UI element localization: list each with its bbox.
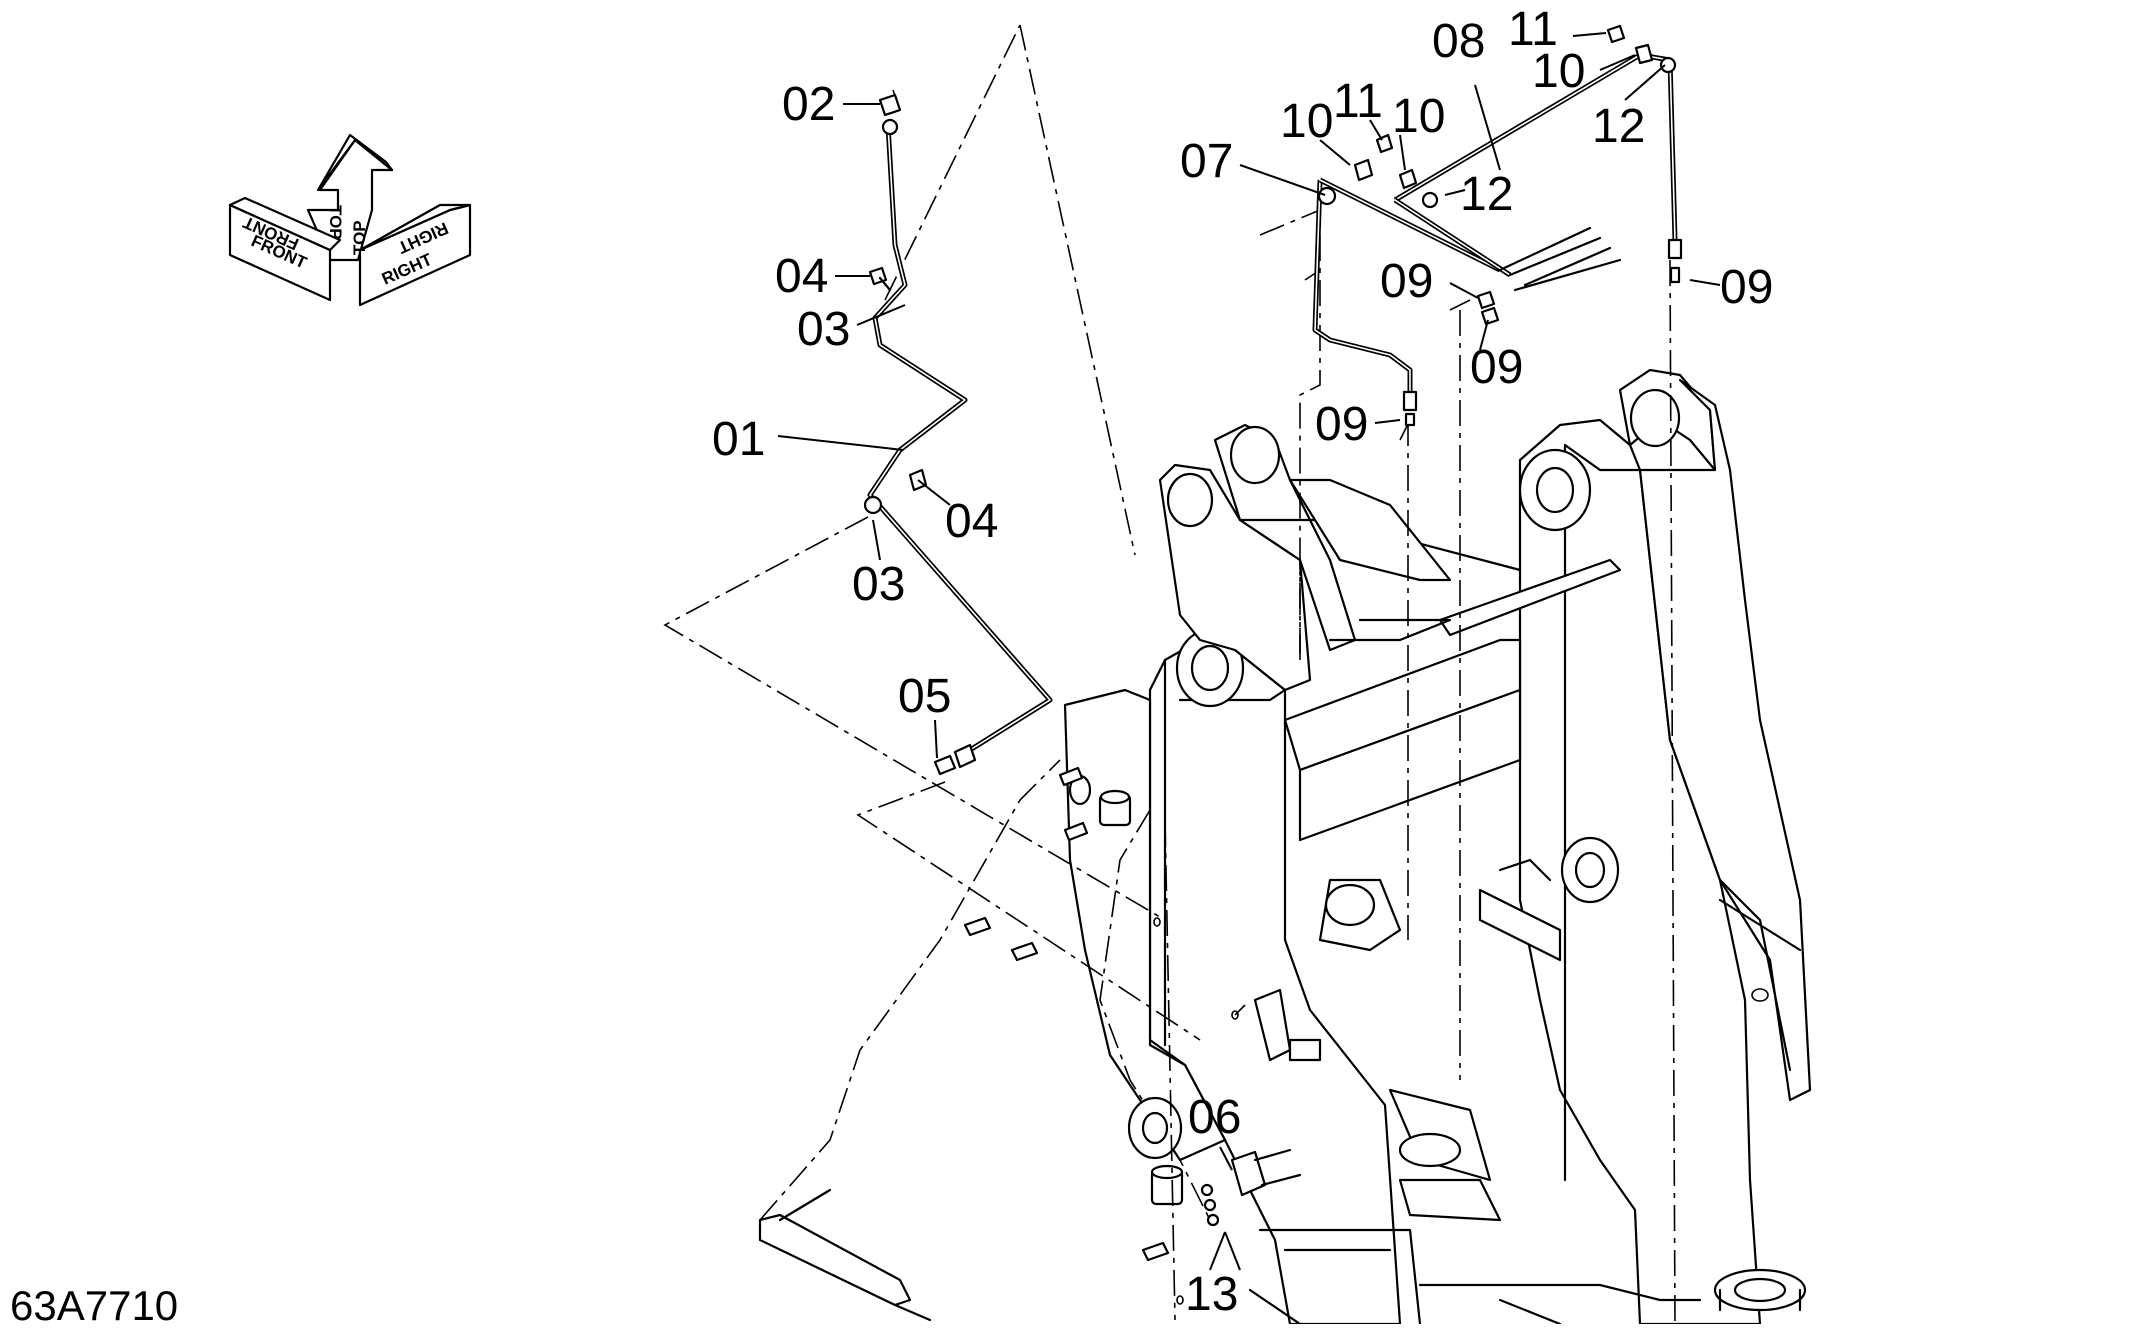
callout-01: 01: [712, 413, 765, 466]
callout-labels: 02 04 03 01 04 03 05 06 13 07 08 11 10 1…: [712, 3, 1773, 1321]
callout-08: 08: [1432, 15, 1485, 68]
callout-06: 06: [1188, 1091, 1241, 1144]
callout-10-mid: 10: [1392, 90, 1445, 143]
callout-10-left: 10: [1280, 95, 1333, 148]
callout-09-mid-right: 09: [1470, 341, 1523, 394]
frame-structure: [758, 368, 1812, 1326]
callout-12-mid: 12: [1460, 168, 1513, 221]
callout-04-upper: 04: [775, 250, 828, 303]
callout-12-top: 12: [1592, 100, 1645, 153]
orient-top-label: TOP: [326, 205, 345, 240]
leader-lines: [777, 32, 1721, 1271]
callout-13: 13: [1185, 1268, 1238, 1321]
projection-lines: [663, 24, 1676, 1325]
callout-09-right: 09: [1720, 261, 1773, 314]
callout-11-mid: 11: [1333, 75, 1383, 128]
callout-05: 05: [898, 670, 951, 723]
callout-09-mid-left: 09: [1380, 255, 1433, 308]
callout-03-lower: 03: [852, 558, 905, 611]
callout-03-upper: 03: [797, 303, 850, 356]
callout-10-top: 10: [1532, 45, 1585, 98]
callout-07: 07: [1180, 135, 1233, 188]
drawing-number: 63A7710: [10, 1282, 178, 1324]
orientation-symbol: FRONT FRONT TOP TOP RIGHT RIGHT: [228, 133, 472, 307]
fittings: [863, 24, 1683, 776]
callout-09-lower: 09: [1315, 398, 1368, 451]
callout-02: 02: [782, 78, 835, 131]
callout-11-top: 11: [1508, 3, 1558, 56]
orient-top-mirror-label: TOP: [350, 220, 369, 255]
pipes: [867, 52, 1678, 758]
callout-04-lower: 04: [945, 495, 998, 548]
